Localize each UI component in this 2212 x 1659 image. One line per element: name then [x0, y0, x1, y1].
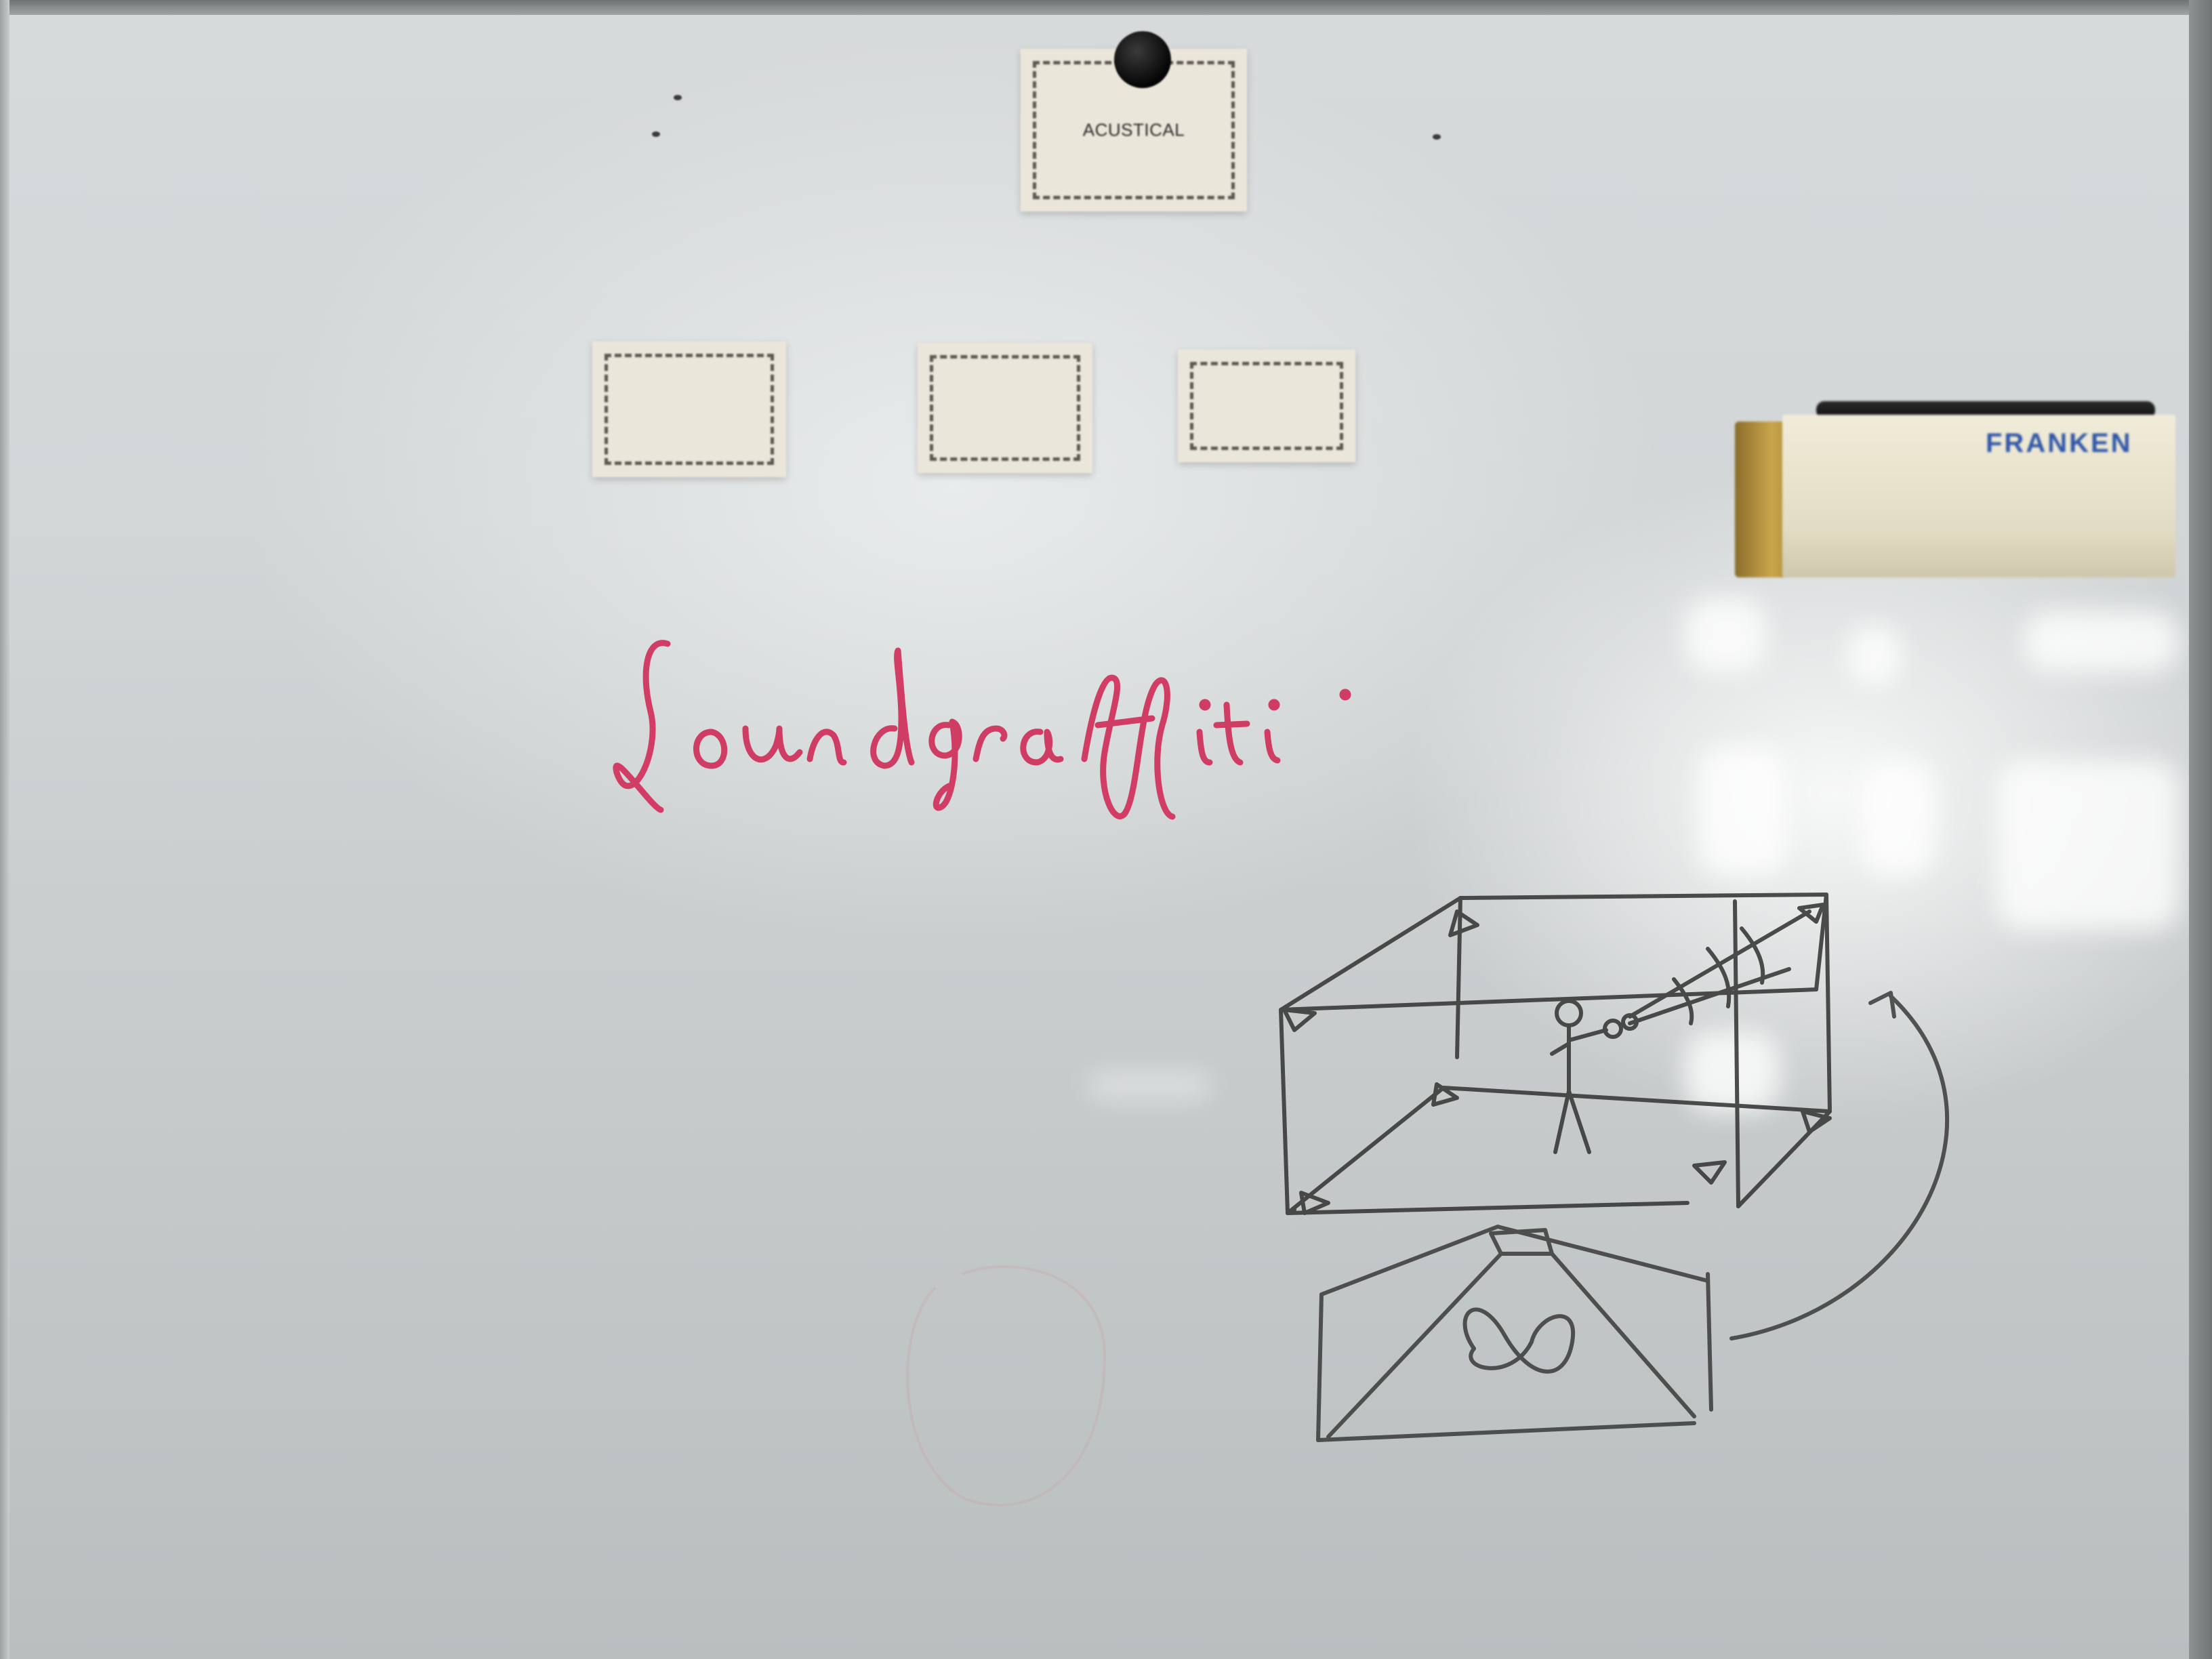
light-glare — [1685, 598, 1766, 672]
board-frame-right — [2189, 0, 2212, 1659]
light-glare — [1088, 1072, 1210, 1099]
board-speck — [652, 131, 660, 137]
card-right — [1178, 350, 1355, 462]
light-glare — [2024, 611, 2179, 672]
whiteboard-surface — [4, 15, 2197, 1659]
card-top-label: ACUSTICAL — [1082, 119, 1185, 140]
card-left — [592, 342, 786, 477]
handwriting-soundgraffiti — [613, 640, 1351, 820]
light-glare — [1996, 760, 2179, 930]
card-border — [1190, 362, 1343, 450]
ghost-marks — [906, 1265, 1107, 1507]
board-speck — [674, 95, 682, 100]
lower-sketch — [1316, 991, 1950, 1442]
card-border — [605, 354, 774, 465]
board-frame-left — [0, 0, 9, 1659]
card-border — [930, 355, 1080, 461]
room-sketch — [1279, 893, 1832, 1215]
light-glare — [1698, 747, 1786, 876]
light-glare — [1861, 760, 1936, 876]
whiteboard-eraser[interactable]: FRANKEN — [1735, 401, 2175, 581]
light-glare — [1847, 625, 1902, 686]
eraser-brand: FRANKEN — [1986, 428, 2133, 458]
light-glare — [1685, 1031, 1780, 1113]
card-middle — [918, 343, 1092, 473]
board-frame-top — [0, 0, 2212, 18]
eraser-body — [1782, 415, 2175, 577]
board-speck — [1433, 134, 1441, 140]
magnet — [1114, 31, 1171, 88]
